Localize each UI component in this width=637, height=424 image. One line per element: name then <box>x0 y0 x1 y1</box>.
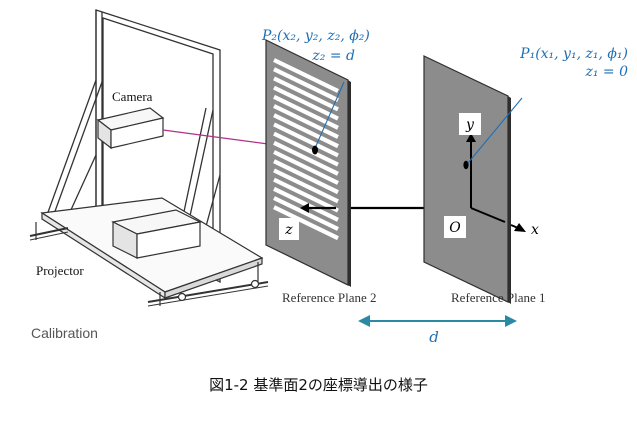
p2-coordinates-label: P₂(x₂, y₂, z₂, ϕ₂) <box>261 28 370 44</box>
figure-caption: 図1-2 基準面2の座標導出の様子 <box>209 376 428 394</box>
reference-plane-1-label: Reference Plane 1 <box>451 290 546 305</box>
fringe-stripe <box>273 186 339 222</box>
fringe-stripe <box>273 122 339 158</box>
axis-x-label: x <box>531 222 539 238</box>
reference-plane-2-label: Reference Plane 2 <box>282 290 377 305</box>
fringe-stripe <box>273 104 339 139</box>
camera-label: Camera <box>112 89 153 104</box>
fringe-stripe <box>273 159 339 195</box>
p1-z-label: z₁ = 0 <box>584 64 628 80</box>
calibration-label: Calibration <box>31 325 98 341</box>
fringe-stripe <box>273 205 339 241</box>
fringe-stripe <box>273 67 339 103</box>
axis-y-label: y <box>465 117 475 133</box>
point-p2 <box>312 145 318 155</box>
fringe-stripe <box>273 140 339 176</box>
fringe-stripe <box>273 131 339 167</box>
fringe-stripe <box>273 168 339 204</box>
p2-leader-line <box>315 81 345 147</box>
p2-z-label: z₂ = d <box>311 48 355 64</box>
p1-leader-line <box>467 97 523 164</box>
camera-box <box>96 107 165 150</box>
reference-plane-2 <box>265 39 351 287</box>
fringe-stripe <box>273 113 339 149</box>
fringe-stripe <box>273 196 339 231</box>
fringe-stripe <box>273 85 339 121</box>
projector-label: Projector <box>36 263 84 278</box>
point-p1 <box>463 160 469 170</box>
fringe-stripe <box>273 58 339 93</box>
p1-coordinates-label: P₁(x₁, y₁, z₁, ϕ₁) <box>519 46 628 62</box>
fringe-stripe <box>273 177 339 213</box>
distance-arrow <box>358 315 517 327</box>
fringe-stripe <box>273 150 339 185</box>
fringe-stripe <box>273 94 339 130</box>
projector-box <box>111 209 202 259</box>
reference-plane-1 <box>423 55 526 304</box>
origin-label: O <box>449 220 461 236</box>
fringe-pattern <box>273 58 339 241</box>
distance-label: d <box>429 328 439 346</box>
axis-z-label: z <box>284 222 293 238</box>
fringe-stripe <box>273 76 339 112</box>
